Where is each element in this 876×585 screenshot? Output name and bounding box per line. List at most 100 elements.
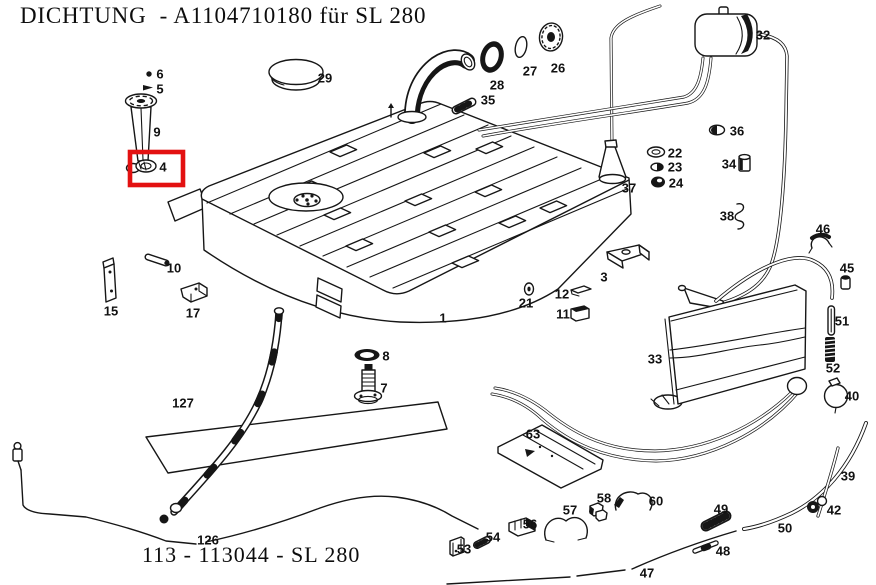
part-label-9: 9 [153,125,160,140]
part-label-60: 60 [649,494,663,509]
part-label-33: 33 [648,352,662,367]
part-45-icon [840,275,851,290]
part-38-icon [734,202,745,230]
part-label-7: 7 [380,381,387,396]
part-34-icon [738,153,751,172]
part-53-icon [449,536,465,557]
part-label-37: 37 [622,181,636,196]
part-label-23: 23 [668,160,682,175]
part-label-17: 17 [186,306,200,321]
part-label-1: 1 [439,311,446,326]
part-label-50: 50 [778,521,792,536]
part-label-63: 63 [526,427,540,442]
part-46-icon [808,232,833,254]
part-52-icon [824,337,836,362]
expansion-tank-drawing [650,284,808,410]
part-35-icon [451,97,477,115]
part-label-4: 4 [159,160,167,175]
part-label-35: 35 [481,93,495,108]
part-27-icon [514,35,528,59]
hose-50-drawing [742,421,868,531]
part-12-icon [570,285,592,297]
filler-hose-127-drawing [159,307,285,524]
part-label-48: 48 [716,544,730,559]
part-28-icon [480,41,504,73]
part-label-38: 38 [720,209,734,224]
part-label-57: 57 [563,503,577,518]
diagram-caption: 113 - 113044 - SL 280 [142,542,361,567]
part-label-32: 32 [756,28,770,43]
fuel-tank-drawing [167,100,632,324]
skid-plate-drawing [497,424,604,489]
part-22-icon [646,146,666,158]
part-label-127: 127 [172,396,194,411]
part-label-52: 52 [826,361,840,376]
part-label-56: 56 [523,517,537,532]
filler-cap-drawing [268,58,324,91]
part-label-42: 42 [827,503,841,518]
part-label-10: 10 [167,261,181,276]
part-label-8: 8 [382,349,389,364]
part-label-28: 28 [490,78,504,93]
fuel-line-47-drawing [446,530,737,585]
part-48-icon [692,540,719,554]
part-label-6: 6 [156,67,163,82]
part-label-126: 126 [197,533,219,548]
part-54-icon [473,536,491,549]
part-label-40: 40 [845,389,859,404]
part-24-icon [651,176,665,188]
part-label-46: 46 [816,222,830,237]
filler-neck-drawing [397,49,476,124]
part-label-51: 51 [835,314,849,329]
vent-hose-top-right-drawing [714,256,835,303]
part-label-45: 45 [840,261,854,276]
drain-plug-drawing [353,349,383,405]
part-label-58: 58 [597,491,611,506]
part-label-54: 54 [486,530,501,545]
part-17-icon [180,282,208,303]
part-26-icon [538,22,564,52]
breather-hose-pair-drawing [490,386,802,463]
part-42-icon [807,495,828,513]
part-3-icon [606,244,650,269]
highlight-box [127,149,186,188]
part-label-22: 22 [668,146,682,161]
part-label-36: 36 [730,124,744,139]
part-label-34: 34 [722,157,737,172]
vent-line-drawing [609,4,662,148]
part-57-icon [544,516,588,543]
part-label-26: 26 [551,61,565,76]
part-40-icon [823,377,849,414]
part-label-5: 5 [156,82,163,97]
fuel-sender-unit-drawing [124,71,158,174]
part-56-icon [508,517,536,537]
part-label-27: 27 [523,64,537,79]
part-11-icon [570,305,590,322]
part-51-icon [827,305,836,336]
part-label-24: 24 [669,176,684,191]
charcoal-canister-drawing [477,6,789,305]
part-37-icon [598,139,627,185]
part-label-29: 29 [318,71,332,86]
part-15-icon [102,257,117,303]
part-label-11: 11 [556,307,570,322]
part-label-15: 15 [104,304,118,319]
fuel-line-126-drawing [12,441,479,545]
part-label-47: 47 [640,566,654,581]
vent-pipe-39-drawing [816,446,840,518]
part-60-icon [614,491,653,511]
part-label-21: 21 [519,296,533,311]
heat-shield-panel-drawing [145,401,448,474]
part-label-3: 3 [600,270,607,285]
part-49-icon [700,510,732,532]
part-10-icon [144,253,170,267]
part-36-icon [708,124,726,136]
part-58-icon [589,502,608,522]
part-label-53: 53 [457,542,471,557]
part-label-39: 39 [841,469,855,484]
part-label-12: 12 [555,287,569,302]
part-23-icon [650,162,664,172]
